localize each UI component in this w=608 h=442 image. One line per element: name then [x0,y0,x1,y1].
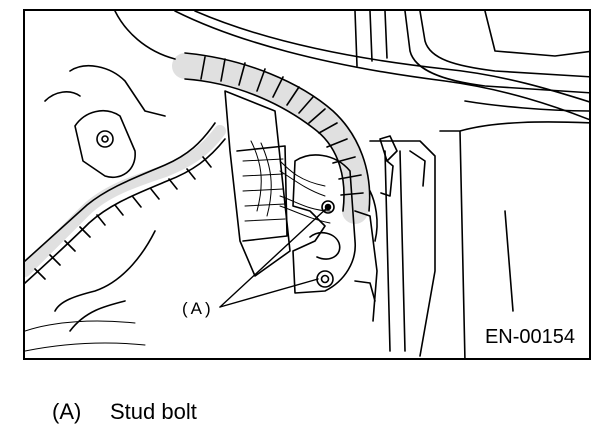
stud-slot [309,231,341,260]
legend-key: (A) [52,399,82,424]
left-bracket-hole [96,130,114,148]
engine-harness-figure: (A) EN-00154 [23,9,591,360]
right-strut [369,140,436,357]
upper-hose [174,11,589,121]
leader-line-upper [219,206,329,308]
figure-code: EN-00154 [484,326,575,348]
legend-text: Stud bolt [110,399,197,424]
connector-bracket [224,90,291,277]
right-frame [439,121,589,358]
engine-bay-drawing [25,11,589,358]
bolt-plate [292,154,356,294]
stud-bolt [321,200,335,214]
wire-fan [279,160,331,224]
left-bracket [74,110,136,178]
leader-line-lower [219,278,319,308]
lower-bolt [316,270,334,288]
legend-row: (A) Stud bolt [52,399,197,425]
callout-label-a: (A) [182,299,214,318]
upper-hose-inner [194,11,589,103]
left-harness [25,125,226,277]
